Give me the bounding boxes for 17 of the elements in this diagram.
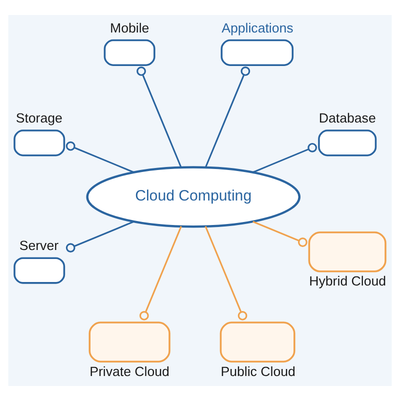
node-label: Database bbox=[318, 110, 376, 126]
node-ellipse: Cloud Computing bbox=[86, 166, 300, 228]
node-label: Storage bbox=[16, 110, 62, 126]
node-label: Private Cloud bbox=[90, 363, 170, 378]
connector bbox=[66, 140, 134, 173]
connector bbox=[252, 142, 318, 173]
node-label: Public Cloud bbox=[220, 363, 296, 378]
node-label: Hybrid Cloud bbox=[309, 273, 386, 288]
connector bbox=[252, 220, 308, 246]
connector bbox=[204, 66, 250, 168]
node-label: Applications bbox=[222, 20, 294, 35]
node-label: Mobile bbox=[110, 20, 150, 35]
connector bbox=[66, 220, 134, 252]
node-label: Server bbox=[19, 238, 59, 253]
connector bbox=[204, 225, 248, 320]
connector bbox=[136, 66, 182, 168]
connector bbox=[139, 225, 182, 320]
